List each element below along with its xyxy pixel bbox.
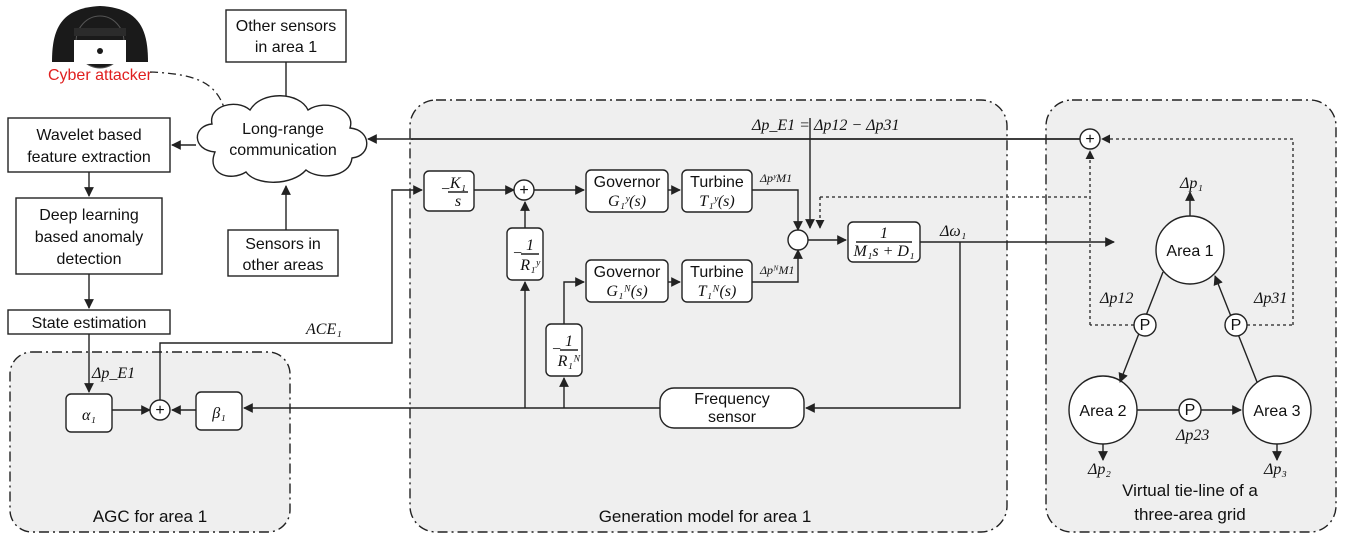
dp-my-label: ΔpʸM1 — [759, 171, 792, 185]
power-summing-junction — [787, 229, 809, 251]
wavelet-line1: Wavelet based — [36, 127, 141, 144]
wavelet-box — [7, 117, 171, 173]
hacker-icon — [52, 6, 148, 69]
governor1-title: Governor — [594, 174, 661, 191]
dp12-label: Δp12 — [1099, 290, 1133, 307]
deep-line2: based anomaly — [35, 229, 144, 246]
tie-region-label-line2: three-area grid — [1134, 505, 1246, 524]
generation-region-label: Generation model for area 1 — [599, 507, 812, 526]
plant-den: M₁s + D₁ — [852, 243, 914, 260]
rn-minus: − — [551, 341, 562, 358]
turbine2-block — [681, 259, 753, 303]
sensors-other-line2: other areas — [243, 257, 324, 274]
dp2-label: Δp₂ — [1087, 461, 1111, 478]
area1-label: Area 1 — [1166, 243, 1213, 260]
integrator-minus: − — [440, 181, 451, 198]
sensors-other-box — [227, 229, 339, 277]
ace-label: ACE₁ — [305, 321, 342, 338]
rn-num: 1 — [565, 333, 573, 350]
cloud-line2: communication — [229, 142, 337, 159]
attack-link — [149, 71, 229, 115]
ace-line — [159, 185, 423, 400]
agc-region-label: AGC for area 1 — [93, 507, 207, 526]
governor2-block — [585, 259, 669, 303]
dp3-label: Δp₃ — [1263, 461, 1287, 478]
integrator-num: K₁ — [449, 175, 466, 192]
beta-label: β₁ — [211, 405, 226, 422]
deep-line3: detection — [57, 251, 122, 268]
turbine1-output-line — [752, 189, 803, 231]
ry-minus: − — [512, 245, 523, 262]
integrator-block — [423, 170, 475, 212]
governor1-block — [585, 169, 669, 213]
dp-mn-label: ΔpᴺM1 — [759, 263, 795, 277]
alpha-block — [65, 393, 113, 433]
agc-region — [9, 351, 291, 533]
turbine2-tf: T₁ᴺ(s) — [698, 283, 737, 300]
domega-to-freq-line — [805, 242, 961, 413]
turbine2-output-line — [752, 249, 803, 283]
dp-e1-equation: Δp_E1 = Δp12 − Δp31 — [751, 117, 900, 134]
turbine2-title: Turbine — [690, 264, 744, 281]
rn-den: R₁ᴺ — [557, 353, 581, 370]
ry-num: 1 — [526, 237, 534, 254]
freq-sensor-line1: Frequency — [694, 391, 770, 408]
plant-num: 1 — [880, 225, 888, 242]
sensors-other-line1: Sensors in — [245, 236, 321, 253]
dp-e1-label: Δp_E1 — [91, 365, 135, 382]
other-sensors-line1: Other sensors — [236, 18, 336, 35]
cloud-icon — [196, 95, 368, 183]
turbine1-tf: T₁ʸ(s) — [699, 193, 734, 210]
ry-den: R₁ʸ — [519, 257, 540, 274]
agc-sum-plus: + — [155, 402, 164, 419]
tie-region-label-line1: Virtual tie-line of a — [1122, 481, 1258, 500]
dp31-label: Δp31 — [1253, 290, 1287, 307]
dp31-feedback-line — [1101, 134, 1294, 325]
p-node-23-label: P — [1185, 402, 1196, 419]
other-sensors-line2: in area 1 — [255, 39, 317, 56]
dp23-label: Δp23 — [1175, 427, 1209, 444]
turbine1-title: Turbine — [690, 174, 744, 191]
generation-region — [409, 99, 1008, 533]
p-node-23 — [1178, 398, 1202, 422]
deep-line1: Deep learning — [39, 207, 139, 224]
state-estimation-label: State estimation — [32, 315, 147, 332]
rn-to-governor2-line — [563, 277, 585, 324]
area2-label: Area 2 — [1079, 403, 1126, 420]
p-node-12-label: P — [1140, 317, 1151, 334]
gen-sum-plus: + — [519, 182, 528, 199]
p-node-31-label: P — [1231, 317, 1242, 334]
alpha-label: α₁ — [82, 407, 96, 424]
deep-learning-box — [15, 197, 163, 275]
turbine1-block — [681, 169, 753, 213]
dp1-label: Δp₁ — [1179, 175, 1203, 192]
freq-sensor-line2: sensor — [708, 409, 757, 426]
governor1-tf: G₁ʸ(s) — [608, 193, 646, 210]
beta-block — [195, 391, 243, 431]
cloud-line1: Long-range — [242, 121, 324, 138]
tie-summing-junction — [1079, 128, 1101, 150]
attacker-label: Cyber attacker — [48, 67, 153, 84]
area3-label: Area 3 — [1253, 403, 1300, 420]
integrator-den: s — [455, 193, 461, 210]
governor2-title: Governor — [594, 264, 661, 281]
governor2-tf: G₁ᴺ(s) — [606, 283, 647, 300]
wavelet-line2: feature extraction — [27, 149, 151, 166]
domega-label: Δω₁ — [939, 223, 966, 240]
tie-sum-plus: + — [1085, 131, 1094, 148]
